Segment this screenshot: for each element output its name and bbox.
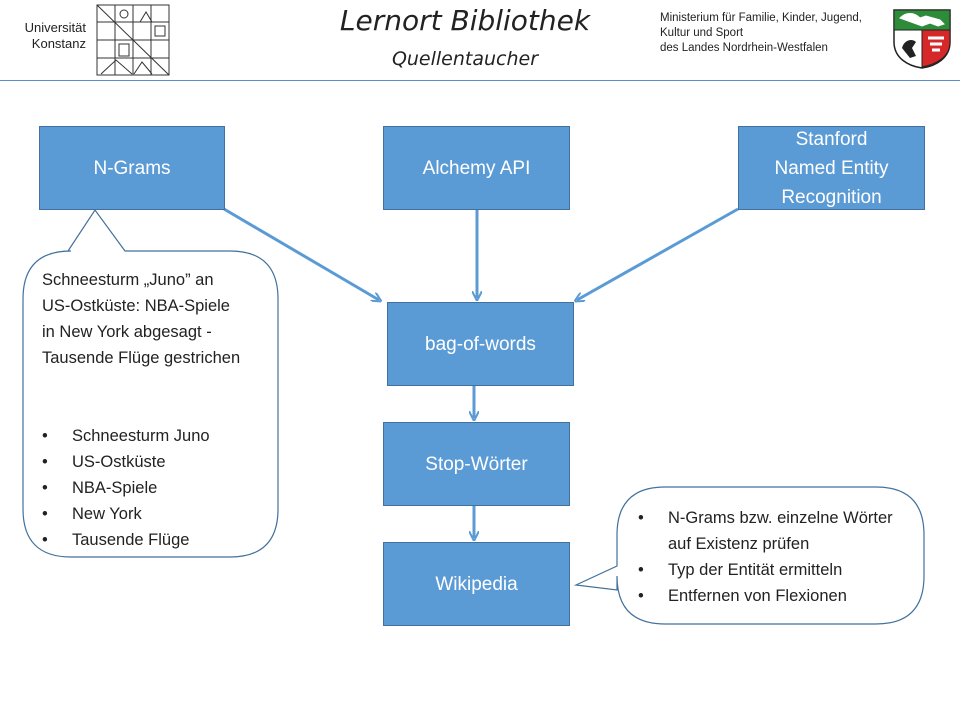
node-alchemy-api: Alchemy API: [383, 126, 570, 210]
example-headline-line: Tausende Flüge gestrichen: [42, 349, 241, 367]
example-keyword-item: NBA-Spiele: [42, 475, 274, 501]
example-keyword-item: US-Ostküste: [42, 449, 274, 475]
node-stanford-ner-line2: Named Entity: [774, 157, 889, 179]
example-keyword-item: Schneesturm Juno: [42, 423, 274, 449]
example-headline-line: Schneesturm „Juno” an: [42, 271, 214, 289]
wiki-step-item: N-Grams bzw. einzelne Wörter auf Existen…: [638, 505, 913, 557]
arrow-stanford-to-bag: [577, 207, 739, 300]
arrow-ngrams-to-bag: [223, 207, 379, 300]
header: Universität Konstanz Lernort Bibliothek …: [0, 0, 960, 82]
page-title: Lernort Bibliothek: [339, 4, 591, 37]
node-stanford-ner: Stanford Named Entity Recognition: [738, 126, 925, 210]
wiki-step-item: Entfernen von Flexionen: [638, 583, 913, 609]
node-wikipedia: Wikipedia: [383, 542, 570, 626]
university-name: Universität Konstanz: [14, 20, 86, 52]
node-wikipedia-label: Wikipedia: [435, 573, 518, 595]
wiki-step-item: Typ der Entität ermitteln: [638, 557, 913, 583]
node-stop-words: Stop-Wörter: [383, 422, 570, 506]
ministry-name: Ministerium für Familie, Kinder, Jugend,…: [660, 11, 890, 56]
page-subtitle: Quellentaucher: [391, 48, 539, 70]
header-divider: [0, 80, 960, 81]
university-logo-icon: [96, 4, 170, 76]
example-keyword-item: New York: [42, 501, 274, 527]
wiki-step-list: N-Grams bzw. einzelne Wörter auf Existen…: [638, 505, 913, 609]
node-ngrams: N-Grams: [39, 126, 225, 210]
node-bag-of-words: bag-of-words: [387, 302, 574, 386]
ministry-line1: Ministerium für Familie, Kinder, Jugend,: [660, 12, 862, 24]
example-headline-line: US-Ostküste: NBA-Spiele: [42, 297, 230, 315]
example-keyword-list: Schneesturm Juno US-Ostküste NBA-Spiele …: [42, 423, 274, 553]
node-bag-of-words-label: bag-of-words: [425, 333, 536, 355]
university-name-line1: Universität: [24, 20, 86, 35]
nrw-coat-of-arms-icon: [893, 9, 951, 69]
example-headline: Schneesturm „Juno” an US-Ostküste: NBA-S…: [42, 267, 274, 371]
ministry-line3: des Landes Nordrhein-Westfalen: [660, 42, 828, 54]
ministry-line2: Kultur und Sport: [660, 27, 744, 39]
node-stanford-ner-line3: Recognition: [781, 186, 882, 208]
node-alchemy-api-label: Alchemy API: [422, 157, 531, 179]
example-keyword-item: Tausende Flüge: [42, 527, 274, 553]
wiki-callout: N-Grams bzw. einzelne Wörter auf Existen…: [638, 505, 913, 609]
university-name-line2: Konstanz: [31, 36, 86, 51]
example-callout: Schneesturm „Juno” an US-Ostküste: NBA-S…: [42, 267, 274, 553]
node-ngrams-label: N-Grams: [93, 157, 171, 179]
example-headline-line: in New York abgesagt -: [42, 323, 212, 341]
node-stop-words-label: Stop-Wörter: [425, 453, 528, 475]
node-stanford-ner-line1: Stanford: [795, 128, 868, 150]
